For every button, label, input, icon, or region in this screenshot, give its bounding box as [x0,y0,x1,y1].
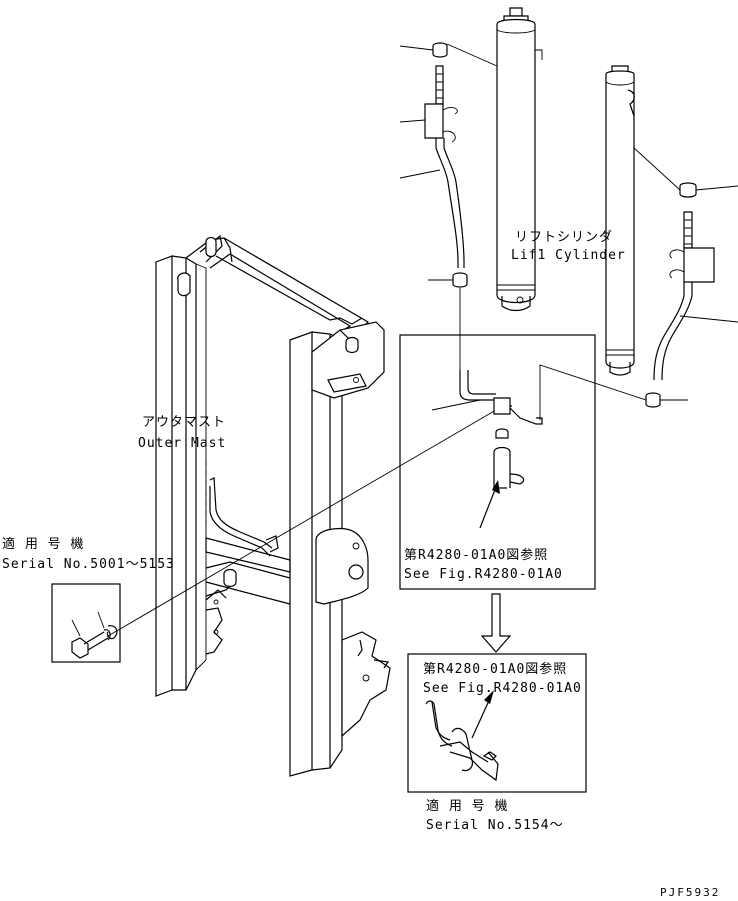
serial-top-en-label: Serial No.5001～5153 [2,557,175,572]
hose-left [424,42,468,288]
ref-top-jp-label: 第R4280-01A0図参照 [404,547,548,563]
serial-bottom-en-label: Serial No.5154～ [426,818,564,833]
outer-mast-jp-label: アウタマスト [142,415,226,430]
serial-top-jp-label: 適 用 号 機 [2,536,84,552]
ref-top-en-label: See Fig.R4280-01A0 [404,567,563,582]
lift-cylinder-jp-label: リフトシリンダ [515,230,613,245]
bolt-box [51,583,121,663]
lift-cylinder-en-label: Lif1 Cylinder [511,248,626,263]
lift-cylinder-right [605,65,635,376]
outer-mast-en-label: Outer Mast [138,436,226,451]
lift-cylinder-left [496,7,543,312]
hose-right [645,182,715,408]
detail-box-bottom [407,653,587,793]
ref-bottom-jp-label: 第R4280-01A0図参照 [423,661,567,677]
down-arrow [480,593,512,653]
outer-mast [155,234,391,777]
detail-box-top [399,334,596,590]
text-labels: リフトシリンダ Lif1 Cylinder アウタマスト Outer Mast … [2,230,720,899]
leader-lines [107,43,738,637]
ref-bottom-en-label: See Fig.R4280-01A0 [423,681,582,696]
serial-bottom-jp-label: 適 用 号 機 [426,798,508,814]
drawing-code-label: PJF5932 [660,886,720,899]
